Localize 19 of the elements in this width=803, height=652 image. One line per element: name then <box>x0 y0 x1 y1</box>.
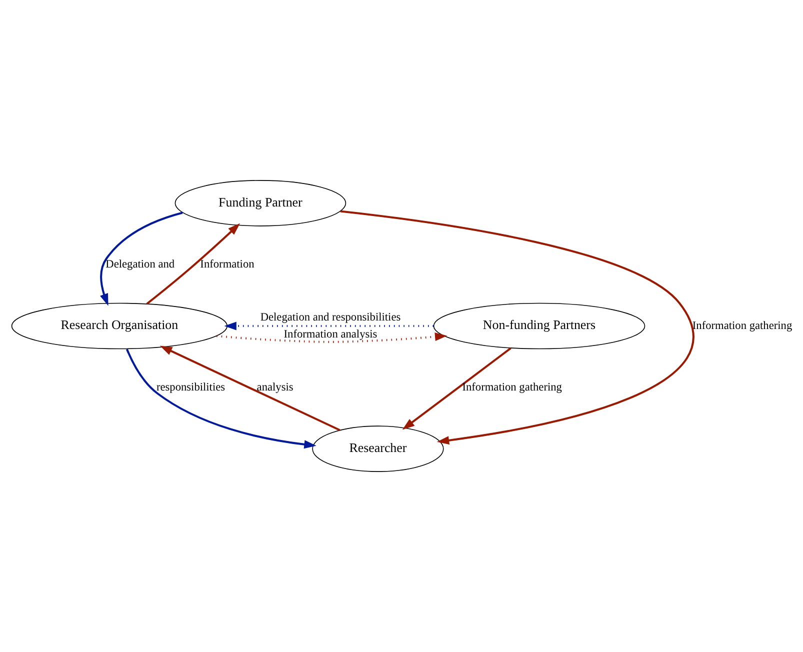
node-ellipse: Research Organisation <box>11 302 228 350</box>
edge-label: Information gathering <box>462 381 562 394</box>
arrow <box>340 210 694 445</box>
edge-label: analysis <box>256 381 294 394</box>
node-ellipse: Funding Partner <box>174 180 346 226</box>
arrow <box>126 348 316 449</box>
edge-label: Delegation and responsibilities <box>260 311 401 324</box>
arrow <box>402 347 512 430</box>
arrow <box>146 223 240 305</box>
edge-label: Information gathering <box>692 320 792 332</box>
arrow <box>224 322 434 330</box>
arrow <box>216 332 448 343</box>
edge-label: Information <box>200 258 254 271</box>
edge-label: Information analysis <box>284 328 378 341</box>
edge-label: responsibilities <box>156 381 226 394</box>
arrow <box>100 212 183 306</box>
node-ellipse: Researcher <box>312 426 444 472</box>
arrow <box>160 346 340 432</box>
edge-label: Delegation and <box>106 258 175 271</box>
